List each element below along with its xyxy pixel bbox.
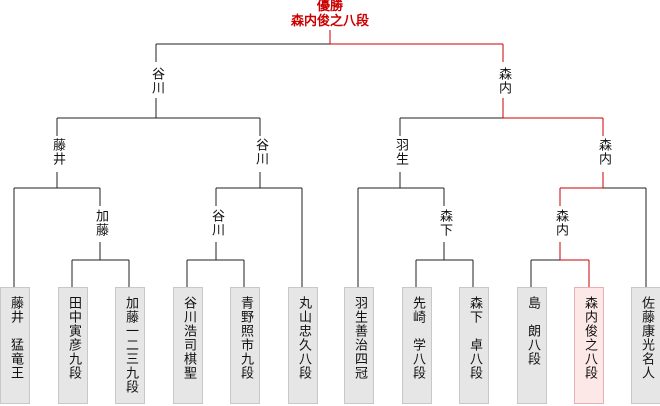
player-name: 青野照市九段	[238, 296, 253, 380]
round2-winner-3: 羽生	[385, 138, 415, 170]
player-box: 青野照市九段	[230, 287, 260, 404]
vertical-label: 森内	[496, 67, 511, 95]
player-box: 佐藤康光名人	[631, 287, 660, 404]
player-name: 森下 卓八段	[467, 296, 482, 380]
round1-winner-4: 森内	[545, 209, 575, 241]
player-name: 島 朗八段	[525, 296, 540, 366]
player-box: 丸山忠久八段	[288, 287, 318, 404]
round1-winner-2: 谷川	[201, 209, 231, 241]
player-box: 藤井 猛竜王	[0, 287, 30, 404]
vertical-label: 森内	[553, 209, 568, 237]
vertical-label: 森内	[596, 138, 611, 166]
vertical-label: 加藤	[93, 209, 108, 237]
vertical-label: 藤井	[50, 138, 65, 166]
round1-winner-3: 森下	[429, 209, 459, 241]
round2-winner-4: 森内	[588, 138, 618, 170]
player-name: 谷川浩司棋聖	[181, 296, 196, 380]
round2-winner-1: 藤井	[42, 138, 72, 170]
player-name: 森内俊之八段	[582, 296, 597, 380]
semifinal-winner-left: 谷川	[141, 67, 171, 99]
player-name: 先崎 学八段	[410, 296, 425, 380]
player-box: 先崎 学八段	[402, 287, 432, 404]
vertical-label: 谷川	[209, 209, 224, 237]
player-name: 田中寅彦九段	[66, 296, 81, 380]
player-box: 谷川浩司棋聖	[173, 287, 203, 404]
player-name: 藤井 猛竜王	[8, 296, 23, 380]
player-name: 佐藤康光名人	[639, 296, 654, 380]
player-box: 森下 卓八段	[459, 287, 489, 404]
vertical-label: 森下	[437, 209, 452, 237]
player-box: 田中寅彦九段	[58, 287, 88, 404]
player-name: 羽生善治四冠	[352, 296, 367, 380]
champion-name: 森内俊之八段	[290, 14, 369, 29]
semifinal-winner-right: 森内	[488, 67, 518, 99]
round2-winner-2: 谷川	[245, 138, 275, 170]
player-box-champion: 森内俊之八段	[574, 287, 604, 404]
player-name: 加藤一二三九段	[123, 296, 138, 394]
vertical-label: 谷川	[149, 67, 164, 95]
player-box: 羽生善治四冠	[344, 287, 374, 404]
vertical-label: 谷川	[253, 138, 268, 166]
player-box: 島 朗八段	[517, 287, 547, 404]
round1-winner-1: 加藤	[85, 209, 115, 241]
champion-title: 優勝	[316, 0, 343, 14]
player-name: 丸山忠久八段	[296, 296, 311, 380]
vertical-label: 羽生	[393, 138, 408, 166]
player-box: 加藤一二三九段	[115, 287, 145, 404]
